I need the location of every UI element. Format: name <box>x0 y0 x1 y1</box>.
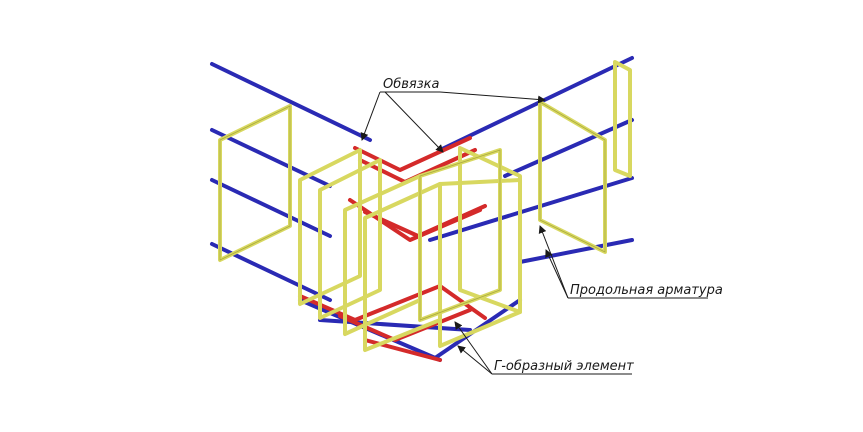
tie-leader-2 <box>384 91 444 153</box>
long-bar-left-2 <box>210 128 332 188</box>
stirrup-left-1-edge <box>219 105 291 261</box>
label-l-element: Г-образный элемент <box>494 359 634 374</box>
l-leader-2 <box>457 345 493 375</box>
long-bar-right-3 <box>428 176 634 242</box>
long-bar-right-4 <box>518 238 634 264</box>
long-bar-left-4 <box>210 242 332 302</box>
tie-leaders <box>360 91 546 153</box>
label-longitudinal-rebar: Продольная арматура <box>570 283 723 298</box>
stirrup-right-1-edge <box>539 101 606 253</box>
stirrup-right-2 <box>613 60 632 178</box>
long-bar-right-1 <box>438 56 634 152</box>
stirrups <box>218 60 632 352</box>
stirrup-left-1 <box>218 104 292 262</box>
long-bar-left-3 <box>210 178 332 238</box>
tie-leader-3 <box>439 91 546 104</box>
stirrup-edges <box>219 101 606 321</box>
label-tie: Обвязка <box>383 77 439 92</box>
stirrup-left-3 <box>318 158 382 320</box>
longitudinal-leaders <box>538 225 708 299</box>
stirrup-corner-3-edge <box>419 149 501 321</box>
tie-leader-1 <box>360 91 381 141</box>
l-element-leaders <box>454 321 632 375</box>
l-element-top-1 <box>353 136 472 172</box>
long-bar-left-1 <box>210 62 372 142</box>
long-bar-front-3 <box>318 318 472 332</box>
stirrup-left-2 <box>298 148 362 306</box>
long-leader-1 <box>538 225 569 299</box>
stirrup-right-1 <box>538 100 607 254</box>
long-bar-right-2 <box>503 118 634 178</box>
l-leader-1 <box>454 321 493 375</box>
long-leader-2 <box>545 249 569 299</box>
stirrup-corner-4 <box>438 178 522 348</box>
